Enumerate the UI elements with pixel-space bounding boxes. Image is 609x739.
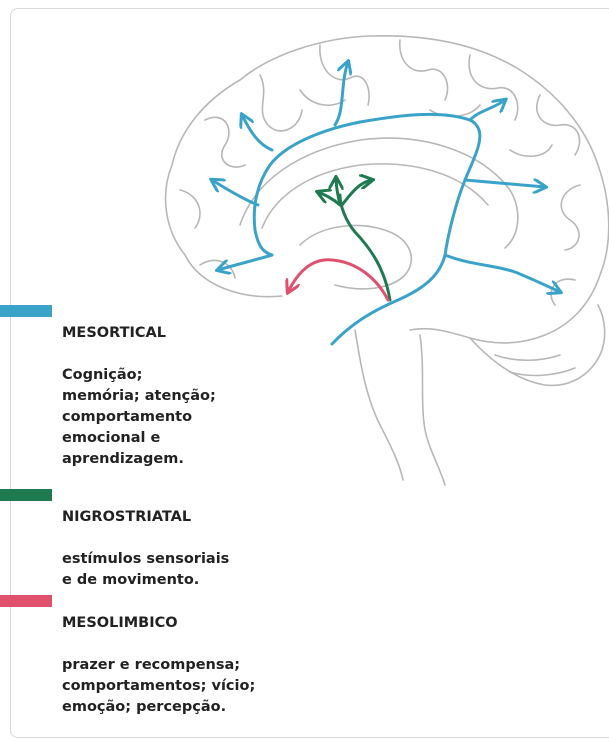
thalamus bbox=[300, 226, 411, 289]
cerebellum-folia-1 bbox=[495, 355, 560, 360]
gyrus-1 bbox=[205, 117, 245, 167]
gyrus-11 bbox=[300, 90, 345, 105]
mesolimbic-pathway bbox=[288, 260, 388, 300]
gyrus-9 bbox=[180, 190, 200, 228]
mesolimbic-swatch bbox=[0, 595, 52, 607]
nigrostriatal-pathway bbox=[318, 178, 390, 300]
legend-nigrostriatal-title: NIGROSTRIATAL bbox=[62, 507, 260, 528]
brainstem-outline bbox=[355, 330, 403, 480]
mesocortical-arrow-posterior bbox=[465, 180, 545, 187]
nigrostriatal-arrow-right bbox=[342, 180, 372, 205]
mesocortical-arrow-frontal-low bbox=[218, 255, 272, 270]
legend-mesolimbic-title: MESOLIMBICO bbox=[62, 613, 260, 634]
mesocortical-arrow-frontal-top bbox=[242, 115, 272, 150]
brainstem-outline-2 bbox=[420, 335, 445, 485]
gyrus-7 bbox=[561, 185, 580, 250]
mesocortical-trunk bbox=[254, 114, 480, 344]
gyrus-4 bbox=[400, 40, 448, 100]
mesocortical-arrow-frontal-mid bbox=[212, 180, 258, 205]
gyrus-8 bbox=[551, 279, 575, 305]
mesocortical-pathway bbox=[212, 62, 560, 344]
legend-mesocortical-description: Cognição; memória; atenção; comportament… bbox=[62, 365, 260, 470]
corpus-callosum-inner bbox=[262, 164, 488, 228]
cerebellum-folia-2 bbox=[510, 368, 575, 375]
mesolimbic-arrow bbox=[288, 260, 388, 300]
legend-mesolimbic-description: prazer e recompensa; comportamentos; víc… bbox=[62, 655, 260, 718]
nigrostriatal-trunk bbox=[340, 195, 390, 300]
cerebellum-outline bbox=[470, 305, 605, 385]
legend-mesocortical-title: MESORTICAL bbox=[62, 323, 260, 344]
legend-mesocortical: MESORTICAL Cognição; memória; atenção; c… bbox=[0, 302, 260, 491]
gyrus-2 bbox=[260, 75, 302, 131]
legend-nigrostriatal-description: estímulos sensoriais e de movimento. bbox=[62, 549, 260, 591]
mesocortical-arrow-occipital bbox=[445, 255, 560, 292]
legend-mesolimbic: MESOLIMBICO prazer e recompensa; comport… bbox=[0, 592, 260, 739]
mesocortical-swatch bbox=[0, 305, 52, 317]
gyrus-6 bbox=[537, 95, 580, 155]
nigrostriatal-swatch bbox=[0, 489, 52, 501]
gyrus-13 bbox=[510, 145, 552, 156]
mesocortical-arrow-dorsal bbox=[335, 62, 348, 125]
